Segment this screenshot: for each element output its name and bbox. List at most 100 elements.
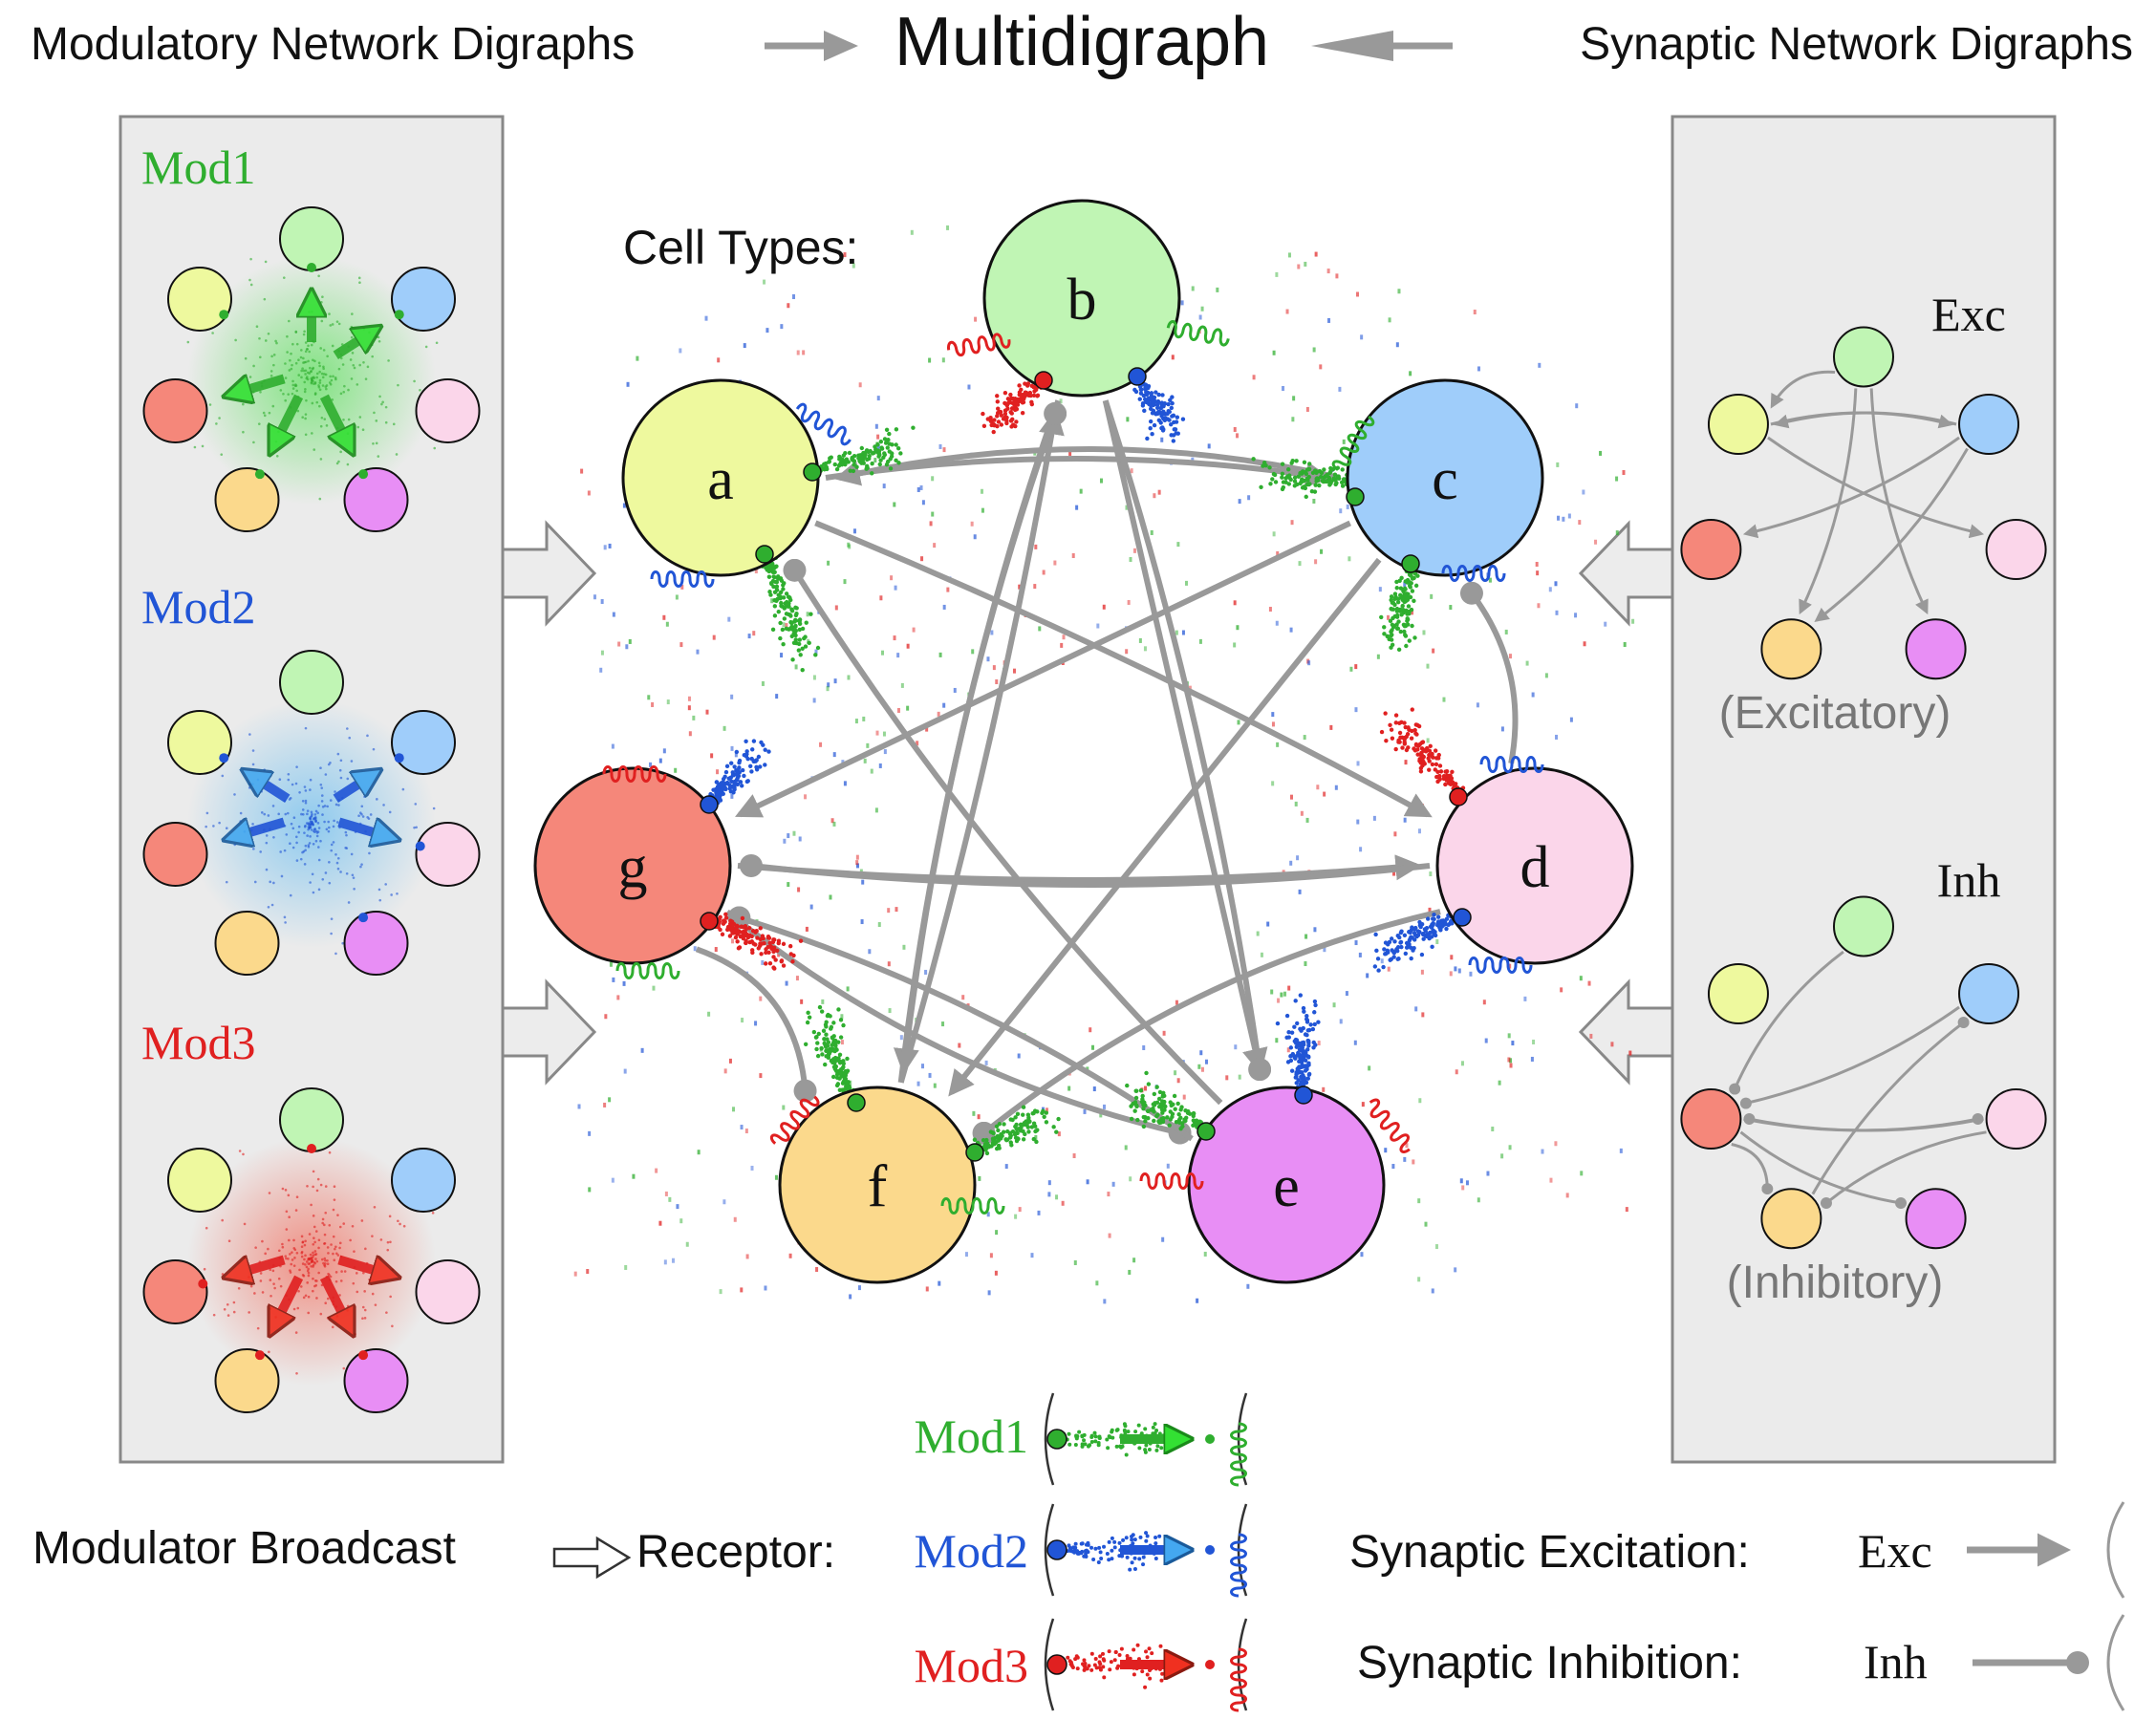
mod-cloud-dot	[1162, 418, 1168, 423]
mod-speck	[323, 1241, 327, 1245]
speck	[697, 1150, 701, 1155]
mod-cloud-dot	[1294, 1044, 1299, 1049]
mod-cloud-dot	[1412, 575, 1416, 581]
mod-cloud-dot	[835, 1082, 841, 1086]
mod-speck	[295, 1195, 299, 1199]
mod-cloud-dot	[772, 613, 778, 618]
mod-speck	[358, 363, 361, 367]
excitatory-edge	[893, 399, 1062, 1075]
legend-coil	[1230, 1647, 1247, 1712]
legend-dot	[1075, 1666, 1080, 1671]
mod-speck	[326, 1297, 330, 1301]
mod-cloud-dot	[836, 1056, 841, 1061]
speck	[1004, 1164, 1008, 1170]
mod-cloud-dot	[1289, 1030, 1295, 1035]
mod-speck	[263, 297, 267, 301]
mod-cloud-dot	[1396, 647, 1402, 653]
mod-cloud-dot	[759, 740, 764, 745]
mod-speck	[314, 1283, 318, 1287]
mini-emitter	[307, 263, 316, 272]
mod-speck	[357, 814, 360, 818]
mod-speck	[300, 1255, 304, 1258]
speck	[1128, 1269, 1132, 1275]
mod-cloud-dot	[1051, 1125, 1056, 1129]
speck	[651, 701, 655, 707]
mod-speck	[249, 257, 252, 261]
speck	[1430, 593, 1434, 599]
mod-speck	[265, 841, 269, 845]
receptor-coil	[1139, 1172, 1204, 1190]
mod-speck	[318, 364, 321, 368]
mod-speck	[325, 424, 329, 427]
mod-cloud-dot	[1292, 475, 1298, 480]
speck	[1204, 1059, 1208, 1064]
mod-cloud-dot	[1288, 1054, 1293, 1059]
mod-cloud-dot	[802, 635, 807, 641]
speck	[925, 1286, 929, 1292]
mod-cloud-dot	[779, 958, 784, 964]
mod-cloud-dot	[984, 1137, 989, 1143]
legend-dot	[1147, 1448, 1152, 1452]
speck	[852, 528, 856, 534]
speck	[577, 1104, 581, 1109]
speck	[1317, 1041, 1321, 1046]
mod-speck	[271, 805, 275, 807]
mod-cloud-dot	[823, 1062, 828, 1067]
mod-cloud-dot	[1395, 948, 1400, 954]
mod-speck	[270, 1294, 272, 1298]
mod-cloud-dot	[1316, 1020, 1321, 1024]
legend-terminal	[1046, 1654, 1067, 1675]
mod-cloud-dot	[743, 924, 748, 929]
speck	[1580, 1171, 1584, 1176]
legend-dot	[1153, 1557, 1158, 1561]
inh-panel-label: Inh	[1937, 853, 2001, 907]
speck	[740, 1125, 744, 1130]
mod-cloud-dot	[766, 574, 772, 579]
mod-cloud-dot	[1419, 921, 1425, 927]
mod-cloud-dot	[894, 442, 898, 447]
mod-cloud-dot	[1314, 469, 1319, 474]
speck	[1176, 1078, 1180, 1084]
mod-speck	[342, 419, 345, 421]
mod-cloud-dot	[770, 562, 775, 568]
mod-speck	[334, 1247, 336, 1251]
speck	[745, 1254, 749, 1259]
speck	[827, 560, 830, 566]
mod-cloud-dot	[1393, 720, 1398, 725]
mod-cloud-dot	[800, 626, 806, 632]
mod-cloud-dot	[865, 457, 870, 462]
mod-speck	[262, 411, 266, 415]
mod-speck	[323, 1264, 327, 1268]
speck	[1103, 1299, 1107, 1304]
mod-speck	[232, 1301, 236, 1304]
mod-cloud-dot	[807, 1015, 812, 1020]
mod-speck	[297, 830, 300, 834]
mod-cloud-dot	[745, 779, 750, 784]
mod-cloud-dot	[1412, 927, 1417, 932]
mod-speck	[284, 1255, 288, 1258]
speck	[1283, 991, 1287, 997]
mod-speck	[322, 349, 326, 352]
mod-speck	[352, 363, 356, 367]
mod-cloud-dot	[878, 458, 883, 462]
mod-speck	[322, 365, 325, 369]
legend-dot	[1094, 1666, 1099, 1670]
mod-speck	[290, 1262, 293, 1266]
speck	[750, 1165, 754, 1171]
mod-speck	[287, 1258, 290, 1260]
mod-cloud-dot	[1394, 586, 1399, 591]
mod-speck	[330, 917, 334, 920]
legend-dot	[1136, 1423, 1141, 1428]
mod-cloud-dot	[1270, 477, 1275, 482]
legend-dot	[1121, 1537, 1126, 1542]
mod-speck	[305, 1265, 309, 1269]
speck	[608, 1097, 612, 1103]
speck	[1125, 505, 1129, 510]
mod-cloud-dot	[1409, 581, 1413, 586]
mod-cloud-dot	[739, 924, 744, 930]
mod-cloud-dot	[1409, 736, 1414, 741]
mod-cloud-dot	[1300, 1063, 1304, 1067]
mod-speck	[375, 419, 378, 422]
speck	[1500, 1153, 1504, 1159]
mod-speck	[315, 1297, 318, 1300]
